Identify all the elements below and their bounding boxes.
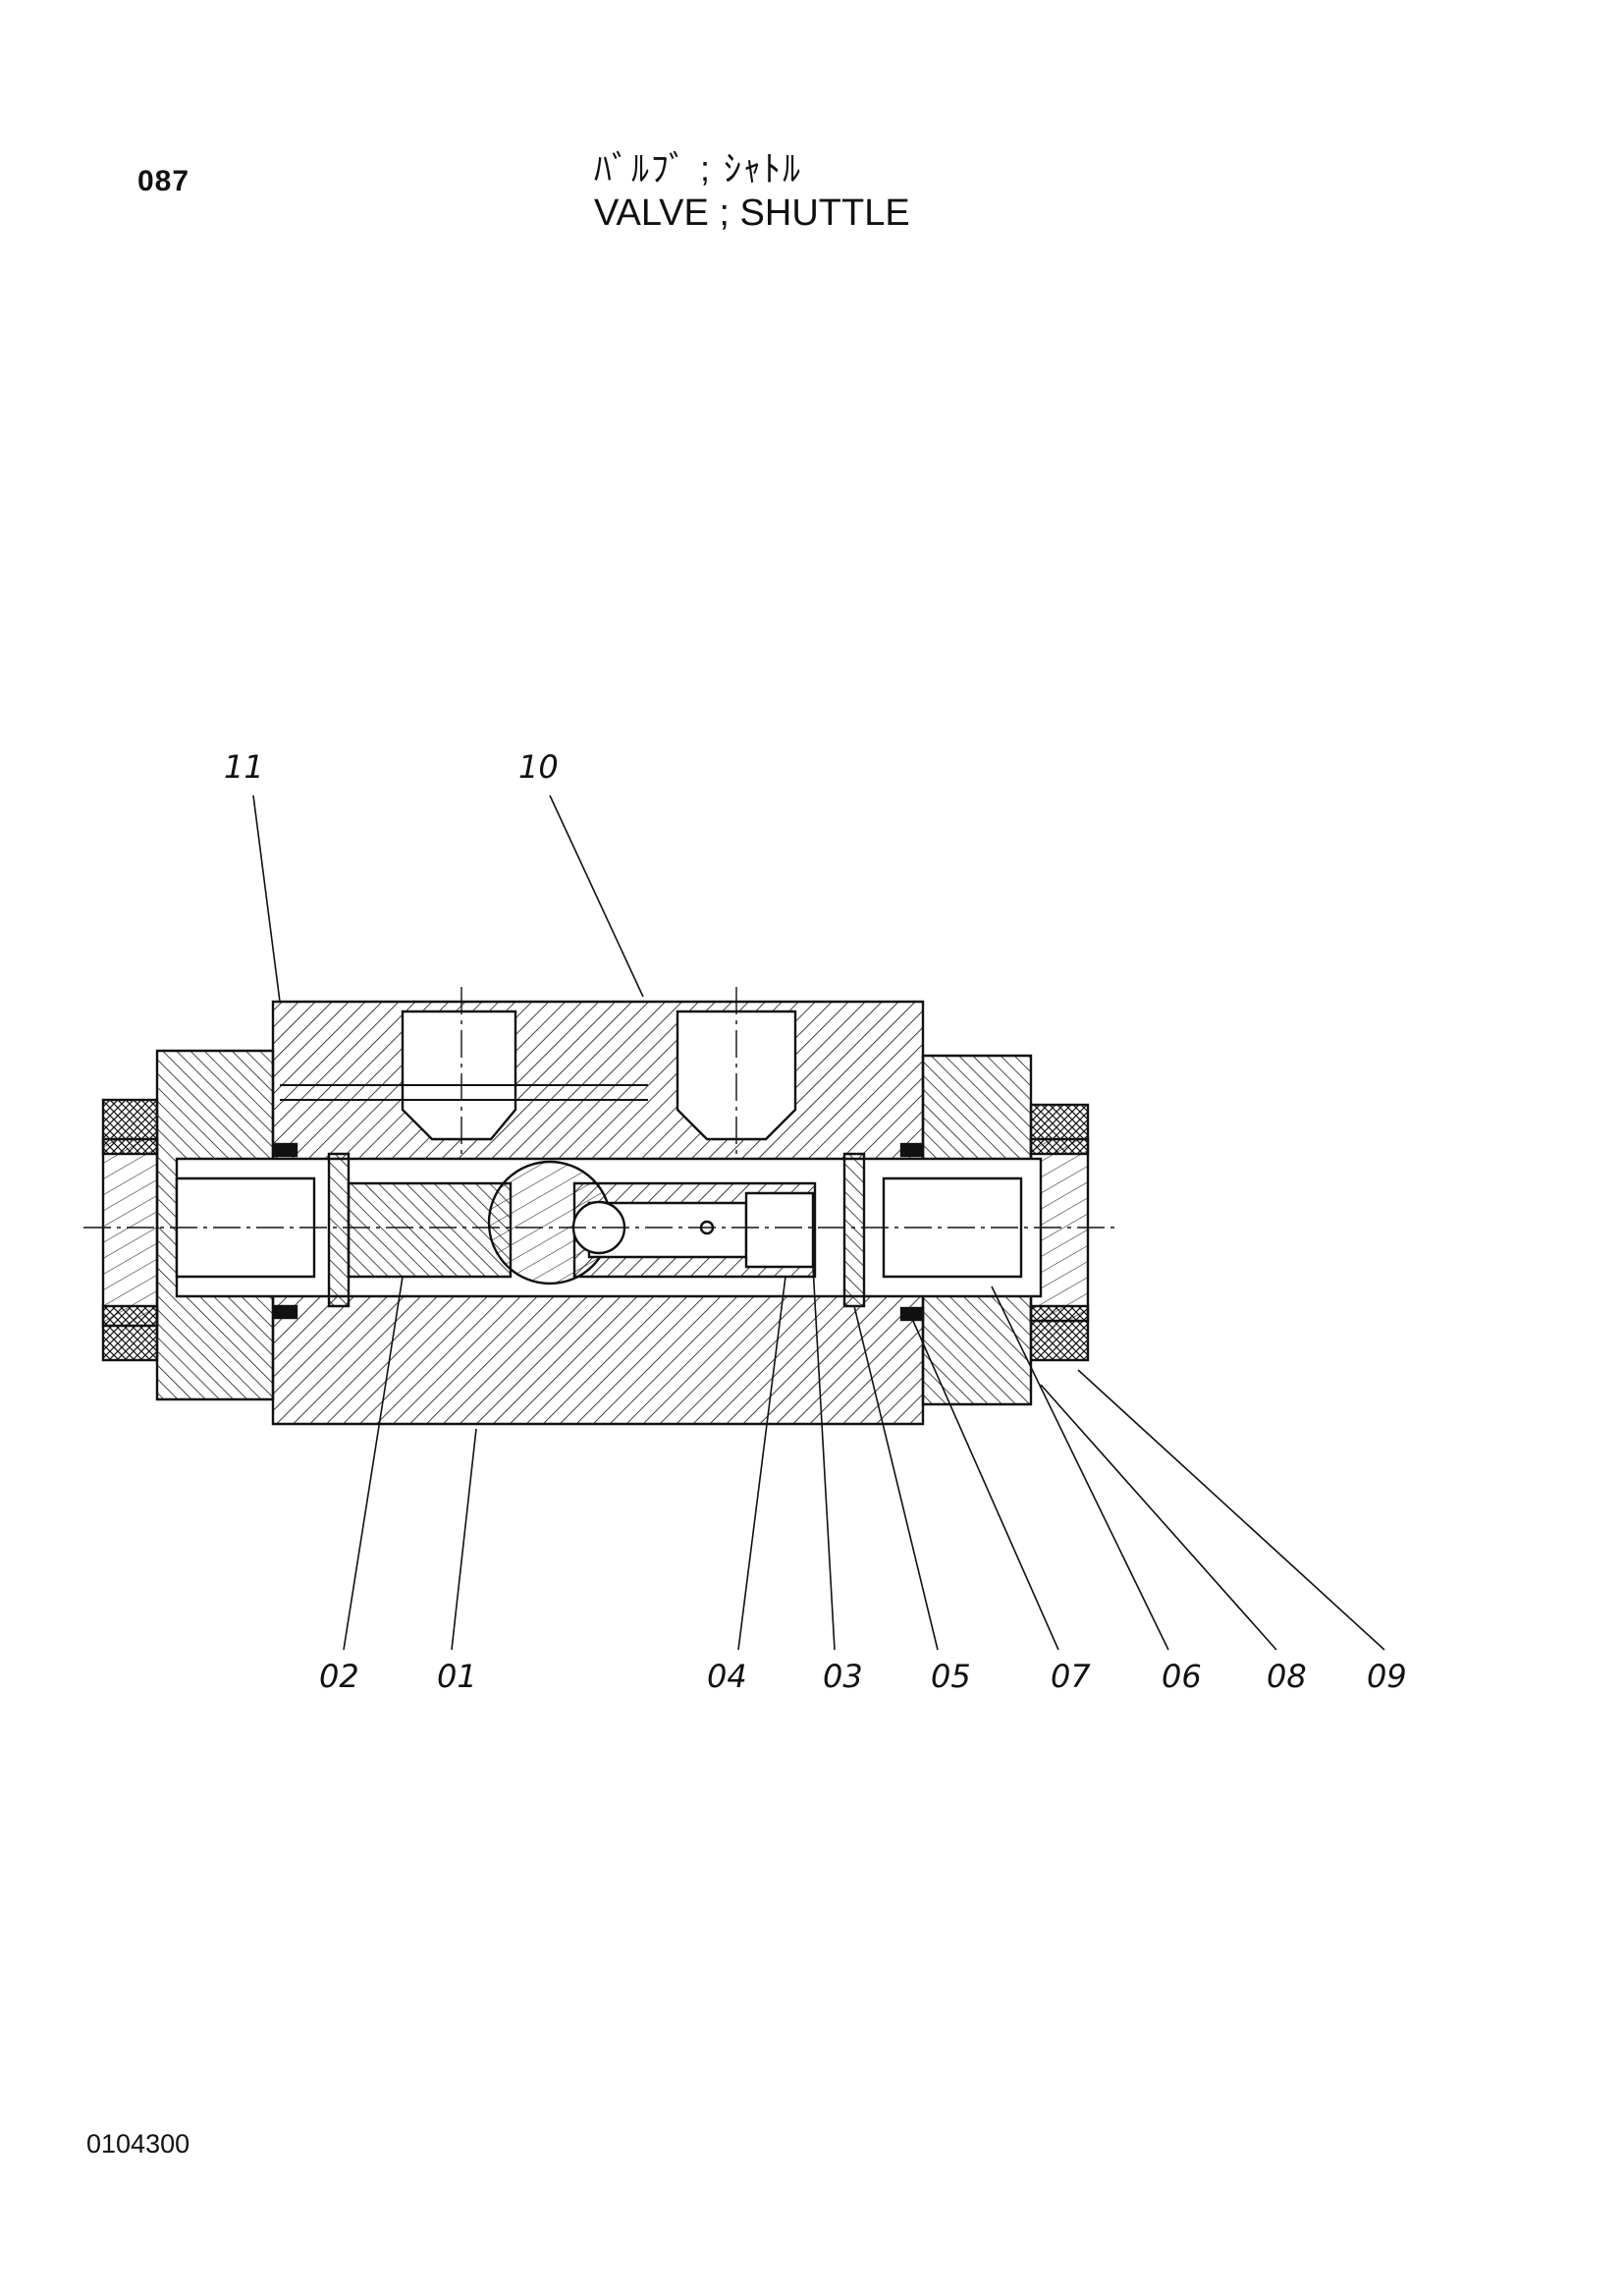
callout-03: 03 [823, 1658, 863, 1695]
o-ring-left-bottom [273, 1304, 298, 1320]
callout-05: 05 [931, 1658, 971, 1695]
leader-06 [991, 1285, 1169, 1651]
title-japanese: ﾊﾞﾙﾌﾞ ; ｼｬﾄﾙ [594, 148, 803, 189]
leader-04 [737, 1276, 786, 1651]
retainer-right [842, 1152, 866, 1308]
callout-07: 07 [1051, 1658, 1091, 1695]
drawing-code: 0104300 [86, 2129, 190, 2159]
page-number: 087 [137, 165, 190, 197]
left-knurl-top [101, 1098, 159, 1156]
leader-03 [812, 1266, 836, 1651]
leader-01 [451, 1428, 477, 1651]
left-fitting [101, 1137, 159, 1328]
leader-09 [1077, 1369, 1385, 1651]
right-knurl-bottom [1029, 1304, 1090, 1362]
leader-11 [252, 794, 281, 1003]
callout-11: 11 [224, 748, 264, 786]
leader-08 [1040, 1384, 1277, 1651]
o-ring-right-top [899, 1142, 925, 1158]
callout-10: 10 [518, 748, 559, 786]
top-port-left [401, 1010, 517, 1141]
retainer-left [327, 1152, 351, 1308]
callout-08: 08 [1267, 1658, 1307, 1695]
callout-09: 09 [1367, 1658, 1407, 1695]
callout-01: 01 [437, 1658, 477, 1695]
o-ring-right-bottom [899, 1306, 925, 1322]
callout-04: 04 [707, 1658, 747, 1695]
plug-left [175, 1176, 316, 1279]
stopper [744, 1191, 815, 1269]
left-knurl-bottom [101, 1304, 159, 1362]
callout-06: 06 [1162, 1658, 1202, 1695]
leader-05 [853, 1305, 939, 1651]
title-english: VALVE ; SHUTTLE [594, 192, 910, 234]
right-knurl-top [1029, 1103, 1090, 1156]
leader-10 [549, 794, 644, 998]
centre-lines [83, 987, 1114, 1229]
leader-07 [912, 1320, 1059, 1651]
spool-left [347, 1181, 513, 1279]
leader-lines [252, 794, 1385, 1651]
o-ring-left-top [273, 1142, 298, 1158]
title-block: ﾊﾞﾙﾌﾞ ; ｼｬﾄﾙ VALVE ; SHUTTLE [594, 147, 910, 236]
valve-assembly [101, 1000, 1090, 1426]
callout-02: 02 [319, 1658, 359, 1695]
leader-02 [343, 1276, 404, 1651]
